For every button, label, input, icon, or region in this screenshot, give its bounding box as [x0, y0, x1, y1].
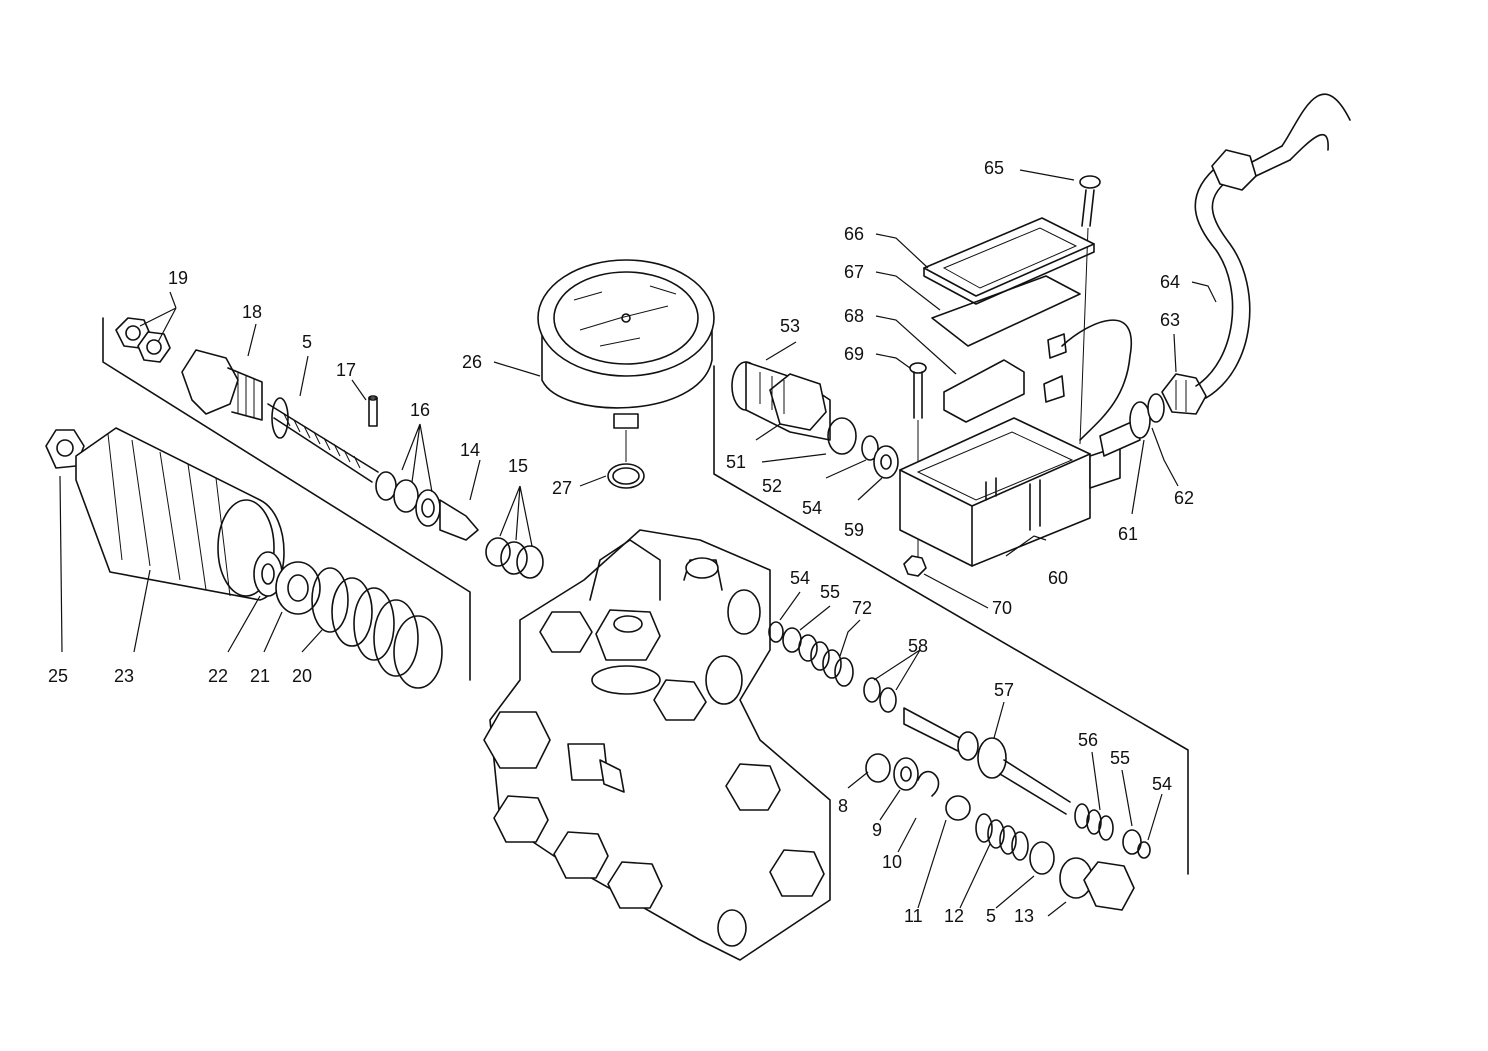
callout-56: 56 [1078, 730, 1098, 750]
callout-26: 26 [462, 352, 482, 372]
part-54-55-72-spring-stack [768, 621, 854, 687]
part-5-threaded-rod [267, 403, 379, 483]
callout-51: 51 [726, 452, 746, 472]
part-51-53-fitting [731, 361, 831, 441]
callout-14: 14 [460, 440, 480, 460]
leader-lines [59, 169, 1217, 917]
part-57-piston [903, 707, 1071, 815]
callout-15: 15 [508, 456, 528, 476]
part-23-knob [75, 427, 285, 601]
callout-58: 58 [908, 636, 928, 656]
part-8-9-10-11-rings-ball [865, 753, 971, 821]
callout-72: 72 [852, 598, 872, 618]
manifold-body [483, 529, 831, 961]
callout-11: 11 [904, 906, 923, 926]
part-68-micro-switch [943, 319, 1133, 441]
callout-62: 62 [1174, 488, 1194, 508]
callout-21: 21 [250, 666, 270, 686]
right-assembly-panel [713, 365, 1189, 875]
part-56-55-54-lower-stack [1074, 803, 1151, 859]
part-59-nut [873, 445, 899, 479]
callout-18: 18 [242, 302, 262, 322]
part-15-orings [485, 537, 544, 579]
callout-61: 61 [1118, 524, 1138, 544]
callout-labels: 19 18 5 17 16 14 15 26 27 25 23 22 21 20… [48, 158, 1194, 926]
part-70-nut [903, 555, 927, 577]
callout-27: 27 [552, 478, 572, 498]
callout-19: 19 [168, 268, 188, 288]
callout-63: 63 [1160, 310, 1180, 330]
callout-13: 13 [1014, 906, 1034, 926]
callout-53: 53 [780, 316, 800, 336]
part-25-nut [45, 429, 85, 469]
part-67-gasket [931, 275, 1081, 347]
part-54-washer-upper [861, 435, 879, 461]
part-61-62-63-cable-gland [1099, 373, 1207, 457]
callout-65: 65 [984, 158, 1004, 178]
callout-23: 23 [114, 666, 134, 686]
part-27-oring [607, 463, 645, 489]
callout-66: 66 [844, 224, 864, 244]
callout-64: 64 [1160, 272, 1180, 292]
callout-67: 67 [844, 262, 864, 282]
part-13-plug [1059, 857, 1135, 911]
callout-55-middle: 55 [820, 582, 840, 602]
part-14-valve [439, 499, 479, 541]
callout-54-lower: 54 [1152, 774, 1172, 794]
callout-60: 60 [1048, 568, 1068, 588]
callout-16: 16 [410, 400, 430, 420]
callout-59: 59 [844, 520, 864, 540]
part-26-pressure-gauge [537, 259, 715, 429]
callout-54-middle: 54 [790, 568, 810, 588]
callout-9: 9 [872, 820, 882, 840]
part-64-cable [1194, 93, 1351, 399]
part-65-screw [1079, 175, 1101, 445]
left-assembly-panel [102, 317, 471, 681]
part-60-switch-box [899, 417, 1121, 567]
part-52-oring [827, 417, 857, 455]
part-66-cover [923, 217, 1095, 305]
part-5-oring-lower [1029, 841, 1055, 875]
callout-68: 68 [844, 306, 864, 326]
part-12-spring [975, 813, 1029, 861]
callout-54-upper: 54 [802, 498, 822, 518]
callout-17: 17 [336, 360, 356, 380]
callout-70: 70 [992, 598, 1012, 618]
callout-12: 12 [944, 906, 964, 926]
part-18-fitting [181, 349, 289, 439]
callout-22: 22 [208, 666, 228, 686]
callout-52: 52 [762, 476, 782, 496]
callout-55-lower: 55 [1110, 748, 1130, 768]
callout-20: 20 [292, 666, 312, 686]
part-16-seals [375, 471, 441, 527]
callout-69: 69 [844, 344, 864, 364]
callout-8: 8 [838, 796, 848, 816]
callout-10: 10 [882, 852, 902, 872]
part-21-spacer [275, 561, 321, 615]
callout-25: 25 [48, 666, 68, 686]
callout-5-upper: 5 [302, 332, 312, 352]
callout-57: 57 [994, 680, 1014, 700]
callout-5-lower: 5 [986, 906, 996, 926]
part-20-spring [311, 567, 443, 689]
part-17-pin [368, 395, 378, 427]
part-58-orings [863, 677, 897, 713]
